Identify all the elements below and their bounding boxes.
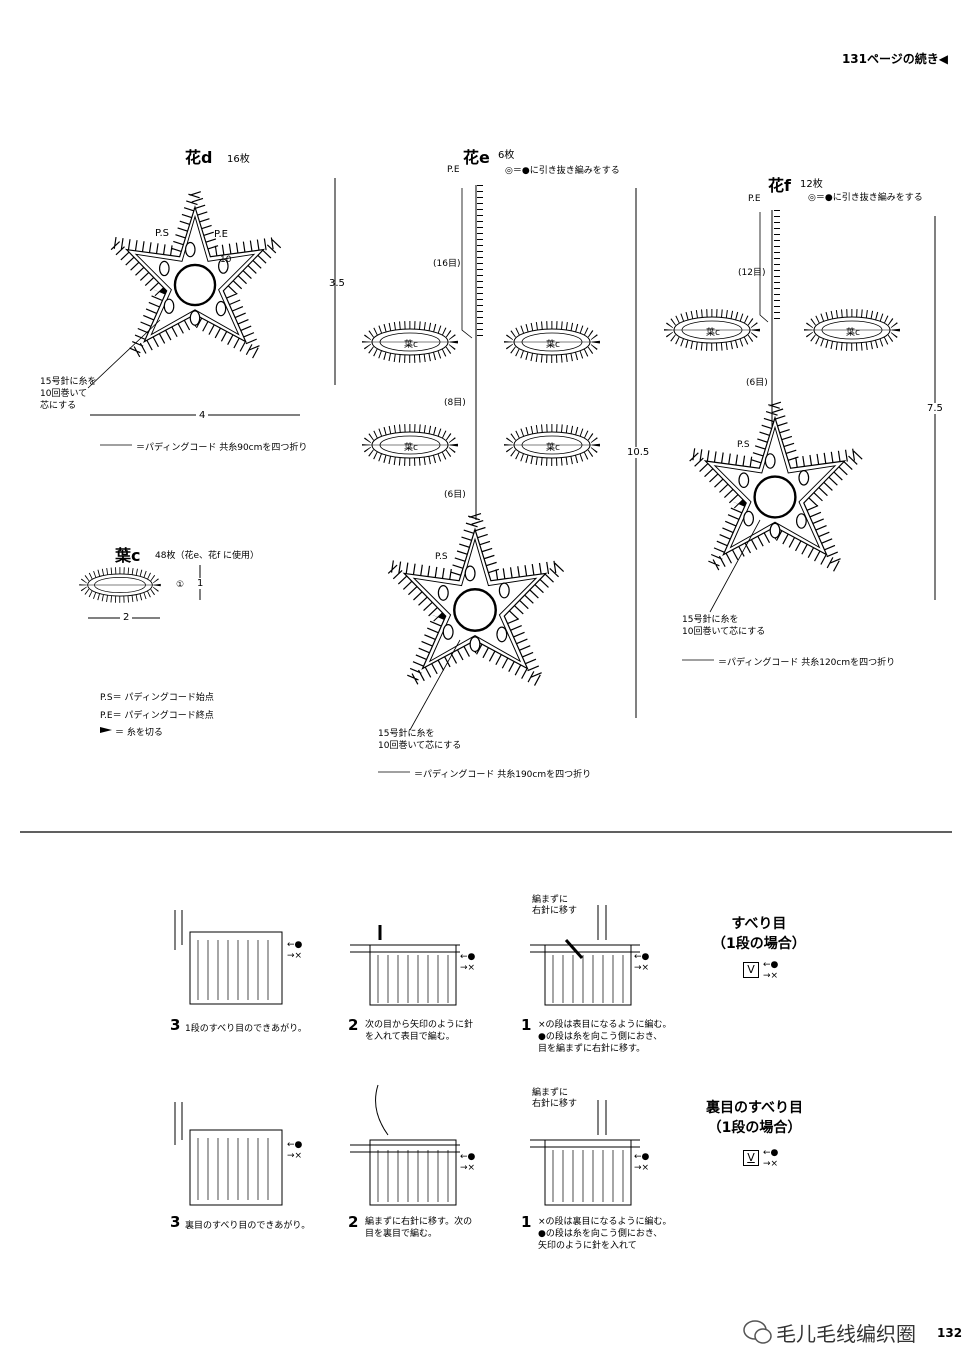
flower-f-title: 花f: [768, 176, 791, 195]
flower-e-core-note: 15号針に糸を 10回巻いて芯にする: [378, 729, 462, 751]
flower-e-leaf-3: 葉c: [404, 443, 418, 453]
leaf-c-round: ①: [176, 580, 185, 590]
slip-step-3-text: 1段のすべり目のできあがり。: [185, 1024, 307, 1034]
slip-step-1-num: 1: [521, 1016, 532, 1034]
purl-slip-title: 裏目のすべり目 （1段の場合）: [706, 1100, 804, 1136]
slip-step-3-num: 3: [170, 1016, 181, 1034]
flower-d-core-note: 15号針に糸を 10回巻いて 芯にする: [40, 377, 97, 411]
purl-slip-callout: 編まずに 右針に移す: [532, 1088, 578, 1109]
slip-step-2-num: 2: [348, 1016, 359, 1034]
flower-f-ps: P.S: [737, 440, 750, 450]
purl-step-2-text: 編まずに右針に移す。次の 目を裏目で編む。: [365, 1217, 473, 1239]
page-number: 132: [937, 1326, 963, 1340]
swatch-marks: ←●→×: [287, 940, 303, 961]
flower-e-row-6: (6目): [444, 490, 466, 500]
flower-f-row-12: (12目): [738, 268, 766, 278]
flower-e-title: 花e: [463, 148, 490, 167]
swatch-marks: ←●→×: [460, 1152, 476, 1173]
flower-e-leaf-4: 葉c: [546, 443, 560, 453]
flower-e-leaf-1: 葉c: [404, 340, 418, 350]
purl-slip-symbol: V: [743, 1150, 759, 1166]
swatch-marks: ←●→×: [634, 1152, 650, 1173]
dot-icon: ●: [770, 1148, 779, 1158]
flower-e-pe: P.E: [447, 165, 460, 175]
slip-stitch-symbol-marks: ←● →×: [763, 960, 778, 982]
purl-step-1-text: ×の段は裏目になるように編む。 ●の段は糸を向こう側におき、 矢印のように針を入…: [538, 1217, 672, 1251]
flower-f-slip-note: ◎＝●に引き抜き編みをする: [808, 193, 923, 203]
flower-d-center-mark: 10: [220, 255, 232, 265]
arrow-right-icon: →: [763, 1159, 771, 1169]
arrow-left-icon: ←: [763, 1148, 771, 1158]
slip-stitch-symbol: V: [743, 962, 759, 978]
flower-d-pe: P.E: [214, 229, 228, 240]
flower-f-leaf-2: 葉c: [846, 328, 860, 338]
cross-icon: ×: [770, 1159, 779, 1169]
purl-step-2-num: 2: [348, 1213, 359, 1231]
purl-step-3-num: 3: [170, 1213, 181, 1231]
flower-d-count: 16枚: [227, 154, 250, 165]
flower-e-height: 10.5: [627, 447, 650, 458]
flower-d-ps: P.S: [155, 228, 169, 239]
slip-step-1-text: ×の段は表目になるように編む。 ●の段は糸を向こう側におき、 目を編まずに右針に…: [538, 1020, 672, 1054]
swatch-marks: ←●→×: [460, 952, 476, 973]
swatch-marks: ←●→×: [287, 1140, 303, 1161]
purl-slip-symbol-marks: ←● →×: [763, 1148, 778, 1170]
legend-ps: P.S＝ パディングコード始点: [100, 693, 214, 703]
flower-f-row-6: (6目): [746, 378, 768, 388]
slip-stitch-callout: 編まずに 右針に移す: [532, 895, 578, 916]
flower-d-width: 4: [196, 410, 209, 421]
arrow-right-icon: →: [763, 971, 771, 981]
slip-step-2-text: 次の目から矢印のように針 を入れて表目で編む。: [365, 1020, 474, 1042]
flower-f-cord-note: ＝パディングコード 共糸120cmを四つ折り: [718, 658, 896, 668]
flower-f-pe: P.E: [748, 194, 761, 204]
flower-e-count: 6枚: [498, 150, 515, 161]
purl-step-1-num: 1: [521, 1213, 532, 1231]
purl-step-3-text: 裏目のすべり目のできあがり。: [185, 1221, 311, 1231]
leaf-c-title: 葉c: [115, 546, 141, 565]
wechat-brand: 毛儿毛线编织圈: [776, 1322, 916, 1346]
arrow-left-icon: ←: [763, 960, 771, 970]
flower-e-slip-note: ◎＝●に引き抜き編みをする: [505, 166, 620, 176]
flower-f-height: 7.5: [927, 403, 943, 414]
flower-f-count: 12枚: [800, 179, 823, 190]
leaf-c-width: 2: [120, 612, 133, 623]
legend-pe: P.E＝ パディングコード終点: [100, 711, 214, 721]
flower-e-row-16: (16目): [433, 259, 461, 269]
leaf-c-count: 48枚（花e、花f に使用）: [155, 551, 260, 561]
flower-e-ps: P.S: [435, 552, 448, 562]
cross-icon: ×: [770, 971, 779, 981]
flower-e-leaf-2: 葉c: [546, 340, 560, 350]
flower-d-title: 花d: [185, 148, 213, 167]
legend-cut: ＝ 糸を切る: [115, 728, 163, 738]
slip-stitch-title: すべり目 （1段の場合）: [712, 916, 806, 952]
flower-e-row-8: (8目): [444, 398, 466, 408]
flower-d-cord-note: ＝パディングコード 共糸90cmを四つ折り: [136, 443, 308, 453]
flower-d-height: 3.5: [329, 278, 345, 289]
continued-header: 131ページの続き◀: [841, 52, 948, 66]
flower-f-leaf-1: 葉c: [706, 328, 720, 338]
swatch-marks: ←●→×: [634, 952, 650, 973]
dot-icon: ●: [770, 960, 779, 970]
leaf-c-height: 1: [197, 578, 204, 589]
flower-e-cord-note: ＝パディングコード 共糸190cmを四つ折り: [414, 770, 592, 780]
flower-f-core-note: 15号針に糸を 10回巻いて芯にする: [682, 615, 766, 637]
